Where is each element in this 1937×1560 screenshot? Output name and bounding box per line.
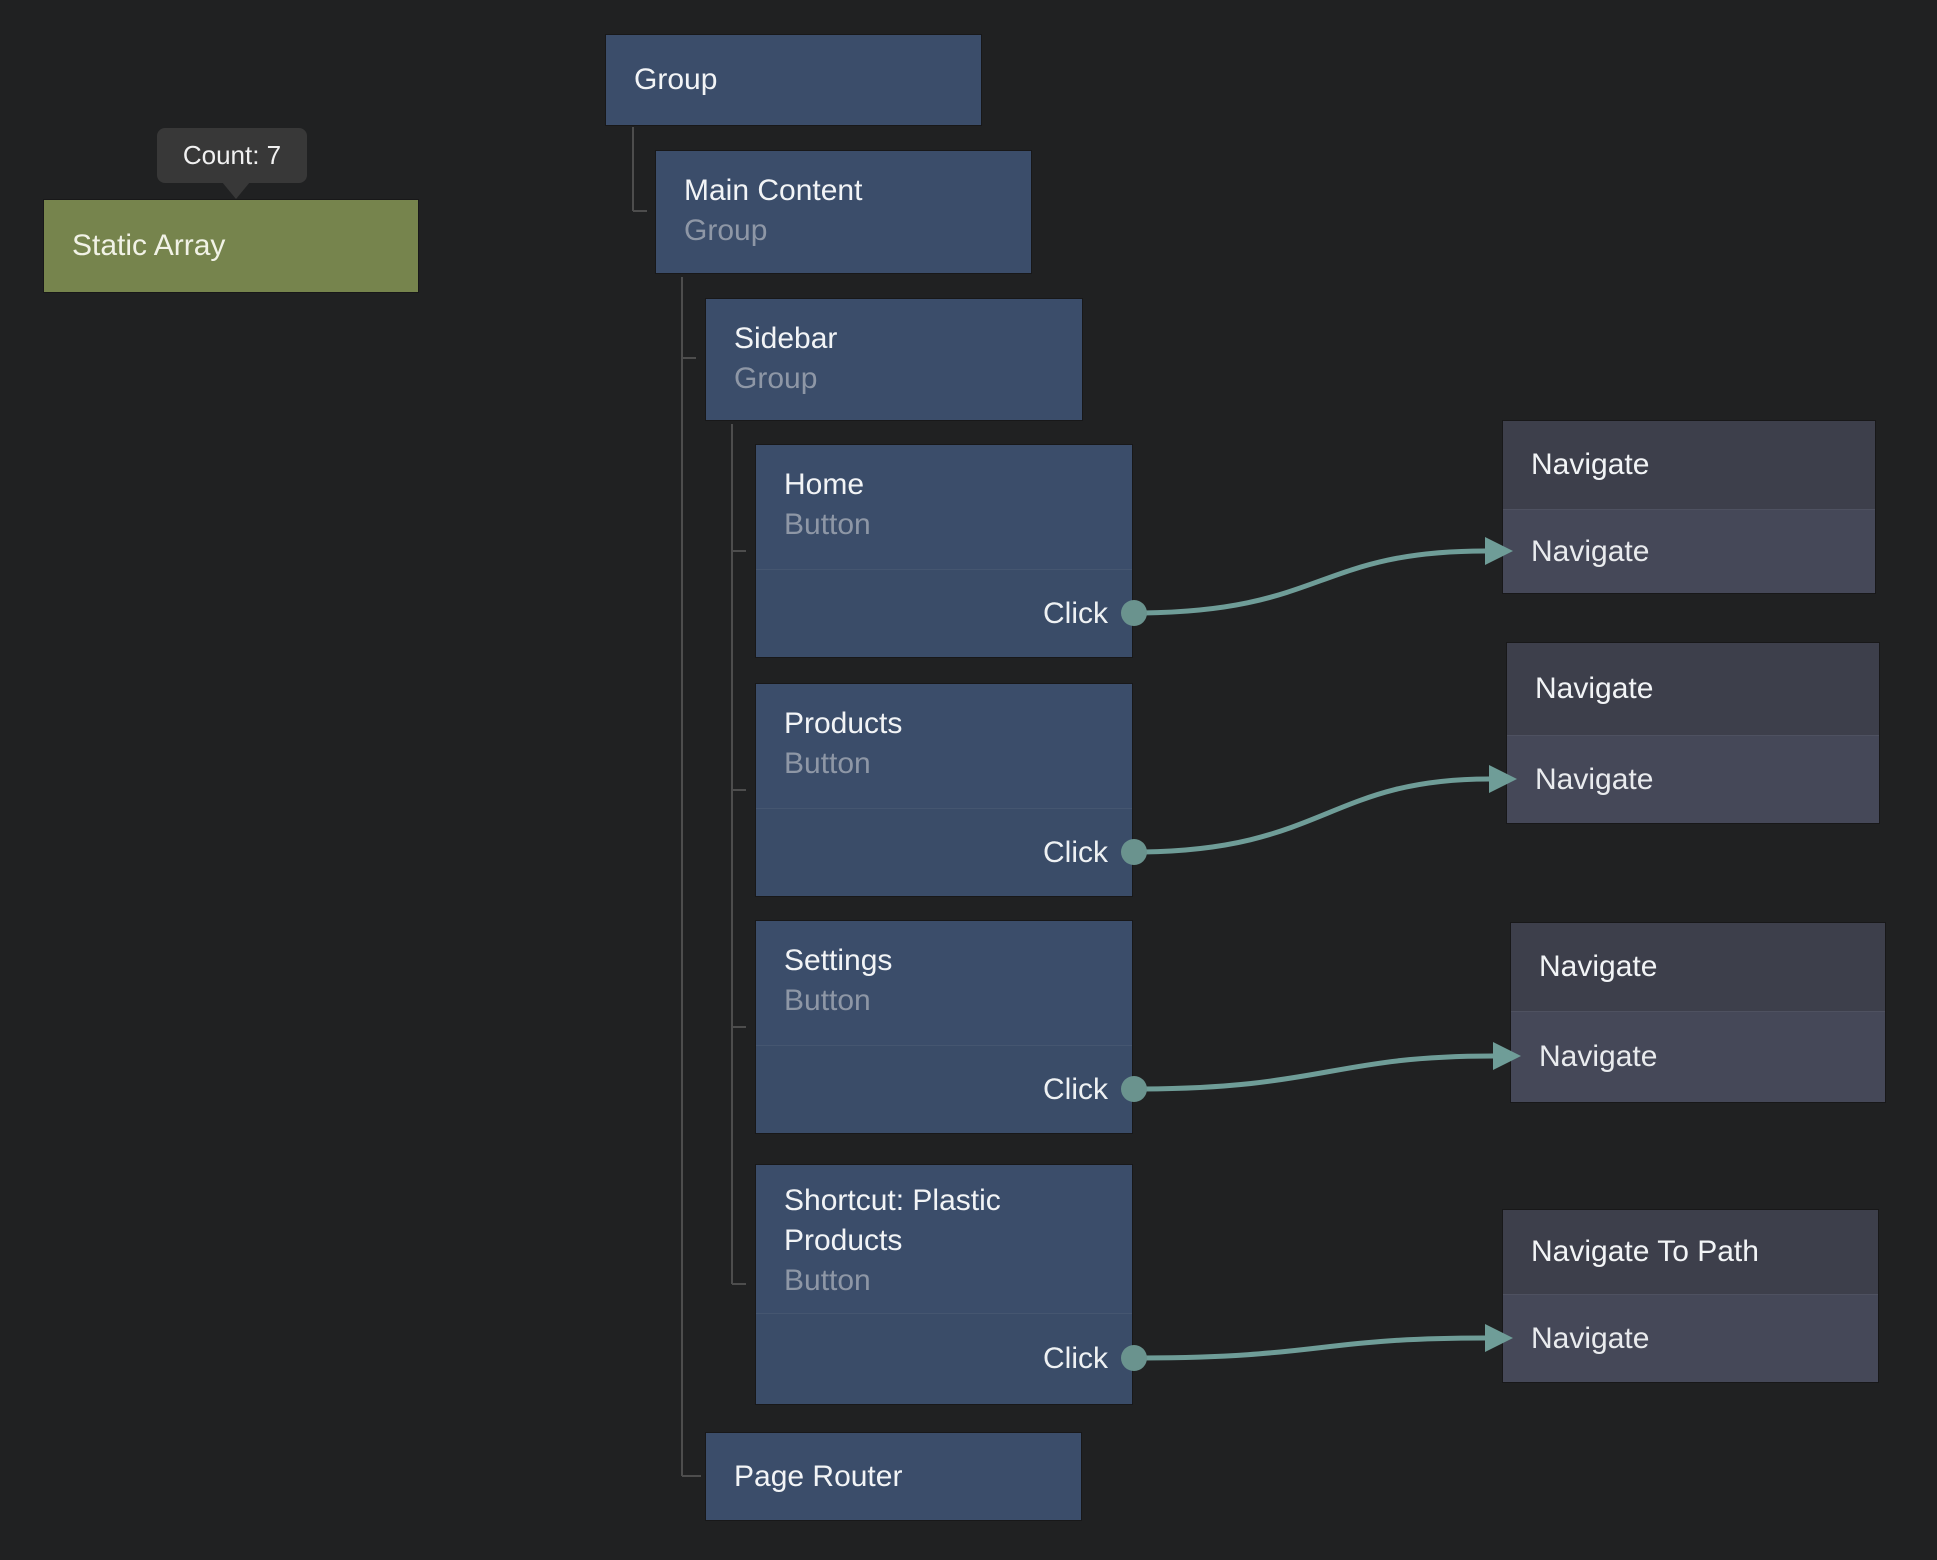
node-title: Products [784,707,903,740]
port-label: Click [1043,596,1108,630]
node-title: Page Router [734,1459,903,1493]
tree-connector-group-children [632,127,647,212]
node-type-label: Button [784,747,871,780]
navigate-input-row[interactable]: Navigate [1511,1011,1885,1102]
port-label: Click [1043,1342,1108,1375]
click-output-row[interactable]: Click [756,1313,1132,1404]
port-label: Navigate [1531,534,1650,568]
edge-home-click-navigate[interactable] [1133,548,1486,616]
node-sidebar[interactable]: Sidebar Group [706,299,1082,420]
tree-connector-maincontent-children [681,277,701,1477]
node-title: Main Content [684,174,863,207]
edge-settings-click-navigate[interactable] [1133,1053,1494,1092]
node-title: Settings [784,944,893,977]
tooltip-caret-icon [222,182,250,199]
port-label: Navigate [1531,1321,1650,1355]
node-navigate-2[interactable]: Navigate Navigate [1507,643,1879,823]
node-title: Navigate [1531,448,1650,481]
node-type-label: Button [784,1264,871,1297]
node-title: Group [634,63,718,96]
node-static-array[interactable]: Static Array [44,200,418,292]
tooltip-text: Count: 7 [182,140,282,170]
node-products[interactable]: Products Button Click [756,684,1132,896]
count-tooltip: Count: 7 [157,128,307,183]
node-title: Sidebar [734,322,838,355]
port-label: Click [1043,835,1108,869]
navigate-input-row[interactable]: Navigate [1503,1294,1878,1382]
node-type-label: Button [784,508,871,541]
port-label: Navigate [1539,1040,1658,1073]
node-type-label: Group [734,362,818,395]
node-home[interactable]: Home Button Click [756,445,1132,657]
node-title: Shortcut: Plastic Products [784,1184,1010,1257]
node-type-label: Group [684,214,768,247]
node-settings[interactable]: Settings Button Click [756,921,1132,1133]
port-label: Navigate [1535,762,1654,796]
navigate-input-row[interactable]: Navigate [1507,735,1879,823]
node-navigate-to-path[interactable]: Navigate To Path Navigate [1503,1210,1878,1382]
node-title: Home [784,468,865,501]
click-output-row[interactable]: Click [756,1045,1132,1133]
node-group[interactable]: Group [606,35,981,125]
click-output-row[interactable]: Click [756,569,1132,657]
node-title: Navigate [1535,672,1654,705]
edge-products-click-navigate[interactable] [1133,776,1490,855]
edge-shortcut-click-navigate[interactable] [1133,1335,1486,1361]
tree-connector-sidebar-children [731,424,746,1285]
click-output-row[interactable]: Click [756,808,1132,896]
navigate-input-row[interactable]: Navigate [1503,509,1875,593]
node-navigate-1[interactable]: Navigate Navigate [1503,421,1875,593]
node-page-router[interactable]: Page Router [706,1433,1081,1520]
node-title: Static Array [72,229,226,262]
node-type-label: Button [784,984,871,1017]
node-shortcut-plastic-products[interactable]: Shortcut: Plastic Products Button Click [756,1165,1132,1404]
node-title: Navigate [1539,950,1658,983]
port-label: Click [1043,1072,1108,1106]
node-title: Navigate To Path [1531,1235,1759,1268]
node-navigate-3[interactable]: Navigate Navigate [1511,923,1885,1102]
node-main-content[interactable]: Main Content Group [656,151,1031,273]
